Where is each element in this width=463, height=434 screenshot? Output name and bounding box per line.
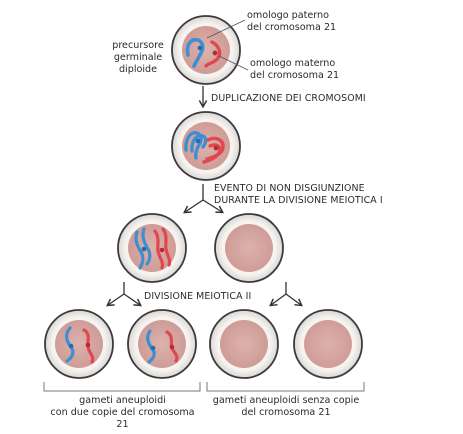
gamete-disomic-2	[127, 309, 197, 379]
nucleus	[220, 320, 268, 368]
bracket-two-copies	[43, 382, 201, 392]
gamete-nullisomic-1	[209, 309, 279, 379]
label-gametes-two-copies: gameti aneuploidi con due copie del crom…	[50, 395, 195, 430]
paternal-chromatid	[141, 227, 152, 266]
paternal-chromatid	[134, 230, 145, 270]
precursor-cell	[171, 15, 241, 85]
maternal-chromosome	[204, 40, 222, 68]
paternal-chromatid	[190, 134, 208, 153]
gamete-nullisomic-2	[293, 309, 363, 379]
nucleus	[138, 320, 186, 368]
secondary-cell-with-chromosomes	[117, 213, 187, 283]
nucleus	[55, 320, 103, 368]
label-nondisjunction: EVENTO DI NON DISGIUNZIONE DURANTE LA DI…	[214, 183, 383, 206]
paternal-chromosome	[185, 37, 205, 68]
nucleus	[225, 224, 273, 272]
fork-meiosis2-left	[106, 282, 142, 307]
label-precursor: precursore germinale diploide	[112, 40, 164, 75]
maternal-chromatid	[202, 143, 222, 164]
duplicated-cell	[171, 111, 241, 181]
gamete-disomic-1	[44, 309, 114, 379]
bracket-no-copies	[206, 382, 365, 392]
nucleus	[304, 320, 352, 368]
label-duplication: DUPLICAZIONE DEI CROMOSOMI	[211, 93, 366, 104]
fork-meiosis1	[183, 184, 225, 214]
fork-meiosis2-right	[269, 282, 303, 307]
label-gametes-no-copies: gameti aneuploidi senza copie del cromos…	[212, 395, 360, 418]
label-meiosis2: DIVISIONE MEIOTICA II	[144, 291, 252, 302]
paternal-chromatid	[184, 131, 203, 160]
label-maternal-homolog: omologo materno del cromosoma 21	[250, 58, 340, 81]
maternal-pointer	[218, 55, 249, 71]
label-paternal-homolog: omologo paterno del cromosoma 21	[247, 10, 337, 33]
secondary-cell-empty	[214, 213, 284, 283]
paternal-pointer	[206, 19, 246, 39]
maternal-chromatid	[153, 229, 165, 270]
maternal-chromatid	[161, 227, 172, 267]
